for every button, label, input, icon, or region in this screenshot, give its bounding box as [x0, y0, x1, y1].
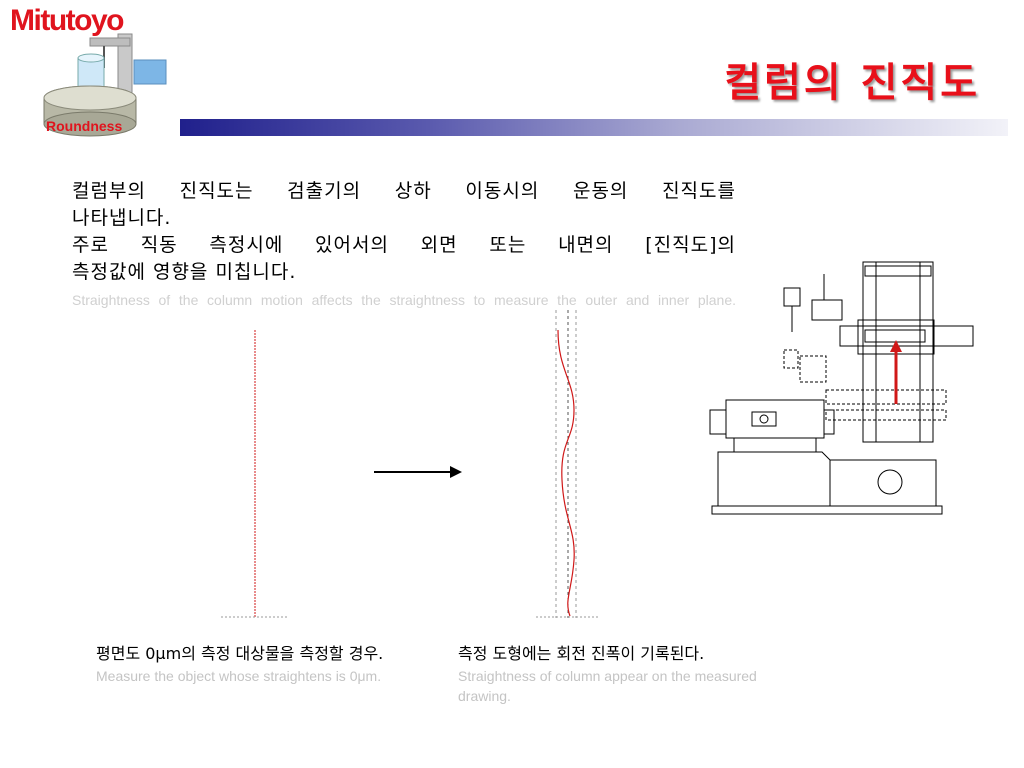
caption-right: 측정 도형에는 회전 진폭이 기록된다. Straightness of col… — [458, 642, 758, 706]
body-line: 주로 직동 측정시에 있어서의 외면 또는 내면의 [진직도]의 — [72, 234, 736, 256]
right-arrow-icon — [374, 466, 462, 478]
header-gradient-bar — [180, 119, 1008, 136]
body-text-korean: 컬럼부의 진직도는 검출기의 상하 이동시의 운동의 진직도를 나타냅니다. 주… — [72, 178, 736, 286]
brand-logo: Mitutoyo — [10, 4, 124, 37]
straight-trace-diagram — [221, 330, 287, 618]
body-line: 컬럼부의 진직도는 검출기의 상하 이동시의 운동의 진직도를 — [72, 180, 736, 202]
body-text-english: Straightness of the column motion affect… — [72, 292, 736, 308]
body-line: 나타냅니다. — [72, 207, 172, 229]
body-line: 측정값에 영향을 미칩니다. — [72, 261, 297, 283]
roundness-machine-logo-icon — [43, 33, 167, 137]
roundness-tester-machine-illustration — [709, 261, 974, 515]
caption-left: 평면도 0μm의 측정 대상물을 측정할 경우. Measure the obj… — [96, 642, 396, 686]
caption-left-korean: 평면도 0μm의 측정 대상물을 측정할 경우. — [96, 644, 384, 663]
badge-label: Roundness — [46, 118, 123, 134]
caption-right-english: Straightness of column appear on the mea… — [458, 668, 757, 704]
caption-right-korean: 측정 도형에는 회전 진폭이 기록된다. — [458, 644, 705, 663]
wavy-trace-diagram — [536, 310, 600, 618]
caption-left-english: Measure the object whose straightens is … — [96, 668, 382, 684]
page-title: 컬럼의 진직도 — [724, 60, 980, 106]
